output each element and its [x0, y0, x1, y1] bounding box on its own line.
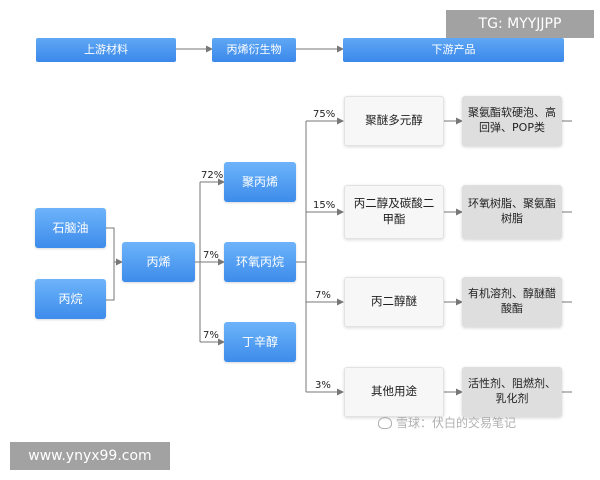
product-solvents: 有机溶剂、醇醚醋酸酯 [462, 277, 562, 327]
derivative-octanol: 丁辛醇 [224, 322, 296, 362]
header-downstream: 下游产品 [343, 38, 564, 62]
telegram-overlay: TG: MYYJJPP [446, 10, 594, 38]
header-derivatives: 丙烯衍生物 [212, 38, 296, 62]
snowball-icon [378, 416, 392, 429]
watermark: 雪球：伏白的交易笔记 [378, 414, 516, 431]
product-polyurethane-foam: 聚氨酯软硬泡、高回弹、POP类 [462, 96, 562, 146]
intermediate-polyether-polyol: 聚醚多元醇 [344, 96, 444, 146]
share-octanol: 7% [203, 330, 219, 341]
share-polypropylene: 72% [201, 170, 224, 181]
hub-propylene: 丙烯 [122, 242, 195, 282]
share-glycol-dmc: 15% [313, 200, 336, 211]
derivative-propylene-oxide: 环氧丙烷 [224, 242, 296, 282]
share-polyether-polyol: 75% [313, 109, 336, 120]
source-naphtha: 石脑油 [35, 208, 106, 248]
share-propylene-oxide: 7% [203, 250, 219, 261]
watermark-text: 雪球：伏白的交易笔记 [396, 416, 517, 430]
intermediate-glycol-dmc: 丙二醇及碳酸二甲酯 [344, 185, 444, 239]
header-upstream: 上游材料 [36, 38, 176, 62]
po-trunk [296, 121, 307, 392]
intermediate-other-uses: 其他用途 [344, 367, 444, 417]
source-propane: 丙烷 [35, 279, 106, 319]
derivative-polypropylene: 聚丙烯 [224, 162, 296, 202]
share-other-uses: 3% [315, 380, 331, 391]
product-resins: 环氧树脂、聚氨酯树脂 [462, 185, 562, 239]
source-connector [106, 227, 122, 301]
product-surfactants: 活性剂、阻燃剂、乳化剂 [462, 367, 562, 417]
hub-trunk [195, 182, 201, 342]
share-glycol-ether: 7% [315, 290, 331, 301]
site-overlay: www.ynyx99.com [10, 442, 170, 470]
intermediate-glycol-ether: 丙二醇醚 [344, 277, 444, 327]
